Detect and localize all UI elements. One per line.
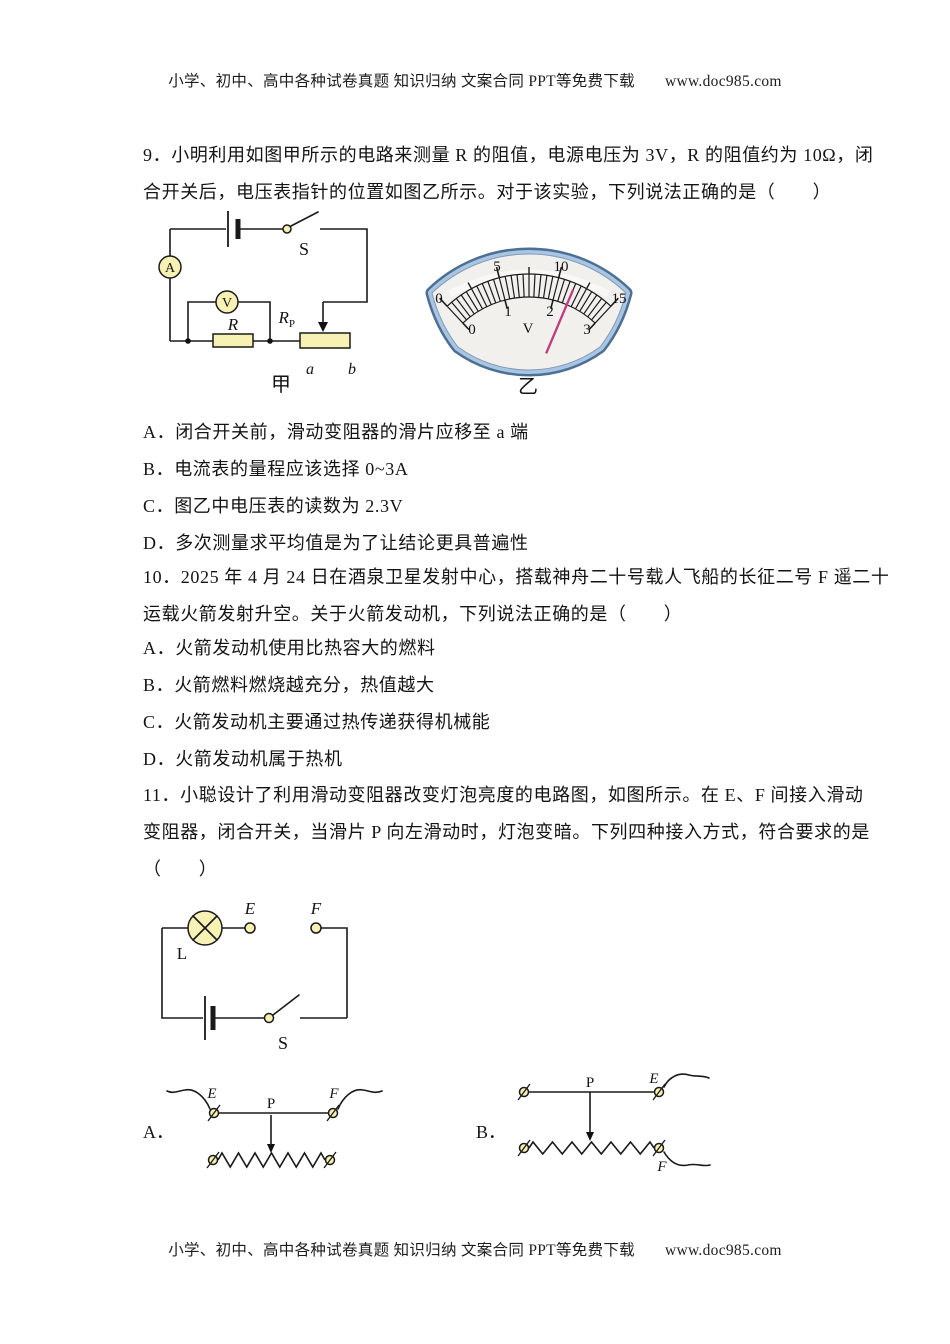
terminal-e [244, 922, 256, 934]
wires [169, 228, 368, 342]
inner-scale-0: 0 [468, 322, 476, 338]
voltmeter-symbol: V [215, 290, 239, 314]
slider-label: P [267, 1096, 275, 1112]
terminal-slash [652, 1139, 666, 1157]
terminal-slash [206, 1151, 220, 1169]
stem-line: 10．2025 年 4 月 24 日在酒泉卫星发射中心，搭载神舟二十号载人飞船的… [143, 567, 890, 587]
question-9-options: A．闭合开关前，滑动变阻器的滑片应移至 a 端 B．电流表的量程应该选择 0~3… [143, 414, 843, 562]
footer-site-link: www.doc985.com [664, 1242, 782, 1259]
stem-line: （ ） [143, 859, 218, 879]
lamp-symbol: L [177, 910, 223, 963]
page-header: 小学、初中、高中各种试卷真题 知识归纳 文案合同 PPT等免费下载 www.doc… [0, 69, 950, 91]
stem-line: 9．小明利用如图甲所示的电路来测量 R 的阻值，电源电压为 3V，R 的阻值约为… [143, 145, 874, 165]
slider-arrowhead [267, 1144, 275, 1153]
ammeter-symbol: A [158, 255, 182, 279]
voltmeter-label: V [222, 296, 232, 311]
terminal-slash [207, 1104, 221, 1122]
lamp-label: L [177, 944, 187, 963]
option-b-diagram: E P F [517, 1071, 711, 1175]
terminal-slash [326, 1104, 340, 1122]
question-11-option-figures: A． E F P B． E [0, 1071, 950, 1210]
circuit-jia-diagram: S A V R RP a b [158, 211, 368, 395]
terminal-slash [517, 1139, 531, 1157]
wavy-lead-e [663, 1073, 710, 1088]
terminal-e-label: E [244, 899, 256, 918]
switch-label: S [299, 239, 309, 259]
rheostat-symbol: RP a b [277, 302, 356, 378]
outer-scale-5: 5 [493, 259, 501, 275]
footer-promo-text: 小学、初中、高中各种试卷真题 知识归纳 文案合同 PPT等免费下载 [168, 1242, 635, 1259]
meter-scale-labels: 0 5 10 15 0 1 2 3 V [435, 259, 626, 338]
outer-scale-10: 10 [554, 259, 569, 275]
header-promo-text: 小学、初中、高中各种试卷真题 知识归纳 文案合同 PPT等免费下载 [168, 73, 635, 90]
terminal-f-label: F [328, 1086, 339, 1102]
battery-symbol [204, 996, 216, 1040]
battery-symbol [227, 211, 241, 247]
option-item: A．闭合开关前，滑动变阻器的滑片应移至 a 端 [143, 422, 529, 442]
terminal-a-label: a [306, 361, 314, 378]
question-10-stem: 10．2025 年 4 月 24 日在酒泉卫星发射中心，搭载神舟二十号载人飞船的… [143, 559, 890, 633]
option-item: D．多次测量求平均值是为了让结论更具普遍性 [143, 533, 529, 553]
wavy-lead-e [166, 1088, 211, 1110]
inner-scale-3: 3 [583, 322, 591, 338]
zigzag-resistor [528, 1140, 655, 1156]
question-11-stem: 11．小聪设计了利用滑动变阻器改变灯泡亮度的电路图，如图所示。在 E、F 间接入… [143, 777, 870, 888]
question-10-options: A．火箭发动机使用比热容大的燃料 B．火箭燃料燃烧越充分，热值越大 C．火箭发动… [143, 630, 843, 778]
junction-dot [267, 338, 273, 344]
junction-dot [185, 338, 191, 344]
figure-caption-yi: 乙 [518, 376, 538, 397]
switch-symbol: S [263, 994, 300, 1053]
option-item: C．图乙中电压表的读数为 2.3V [143, 496, 404, 516]
question-9-figure: S A V R RP a b [140, 210, 840, 400]
stem-line: 11．小聪设计了利用滑动变阻器改变灯泡亮度的电路图，如图所示。在 E、F 间接入… [143, 785, 864, 805]
resistor-symbol: R [212, 315, 254, 348]
ammeter-label: A [165, 261, 176, 276]
outer-scale-0: 0 [435, 291, 443, 307]
meter-scale-ticks [439, 266, 619, 354]
terminal-slash [652, 1083, 666, 1101]
figure-caption-jia: 甲 [271, 374, 291, 395]
terminal-f-label: F [310, 899, 322, 918]
stem-line: 运载火箭发射升空。关于火箭发动机，下列说法正确的是（ ） [143, 604, 683, 624]
rheostat-sub: P [289, 318, 295, 330]
voltmeter-dial-diagram: 0 5 10 15 0 1 2 3 V 乙 [425, 247, 633, 397]
terminal-f [310, 922, 322, 934]
question-9-stem: 9．小明利用如图甲所示的电路来测量 R 的阻值，电源电压为 3V，R 的阻值约为… [143, 137, 874, 211]
resistor-label: R [227, 315, 239, 334]
rheostat-label: R [277, 308, 289, 327]
switch-label: S [278, 1033, 288, 1053]
zigzag-resistor [217, 1151, 326, 1169]
terminal-slash [323, 1151, 337, 1169]
wavy-lead-f [663, 1151, 711, 1167]
terminal-e-label: E [206, 1086, 216, 1102]
terminal-slash [517, 1083, 531, 1101]
option-item: D．火箭发动机属于热机 [143, 749, 343, 769]
meter-unit: V [523, 321, 534, 337]
svg-text:RP: RP [277, 308, 295, 330]
circuit-q11-diagram: L E F S [161, 899, 348, 1053]
terminal-f-label: F [656, 1159, 667, 1175]
option-item: C．火箭发动机主要通过热传递获得机械能 [143, 712, 491, 732]
slider-label: P [586, 1075, 594, 1091]
inner-scale-1: 1 [504, 304, 512, 320]
option-item: B．电流表的量程应该选择 0~3A [143, 459, 409, 479]
outer-scale-15: 15 [612, 291, 627, 307]
stem-line: 合开关后，电压表指针的位置如图乙所示。对于该实验，下列说法正确的是（ ） [143, 182, 832, 202]
wavy-lead-f [337, 1088, 383, 1110]
page-footer: 小学、初中、高中各种试卷真题 知识归纳 文案合同 PPT等免费下载 www.doc… [0, 1238, 950, 1260]
option-b-label: B． [476, 1122, 507, 1142]
option-item: A．火箭发动机使用比热容大的燃料 [143, 638, 436, 658]
switch-symbol: S [282, 211, 319, 259]
stem-line: 变阻器，闭合开关，当滑片 P 向左滑动时，灯泡变暗。下列四种接入方式，符合要求的… [143, 822, 870, 842]
terminal-b-label: b [348, 361, 356, 378]
header-site-link: www.doc985.com [664, 73, 782, 90]
option-a-diagram: E F P [166, 1086, 383, 1169]
slider-arrowhead [586, 1132, 594, 1141]
inner-scale-2: 2 [546, 304, 554, 320]
option-item: B．火箭燃料燃烧越充分，热值越大 [143, 675, 435, 695]
wires [161, 927, 348, 1019]
option-a-label: A． [143, 1122, 174, 1142]
terminal-e-label: E [648, 1071, 658, 1087]
